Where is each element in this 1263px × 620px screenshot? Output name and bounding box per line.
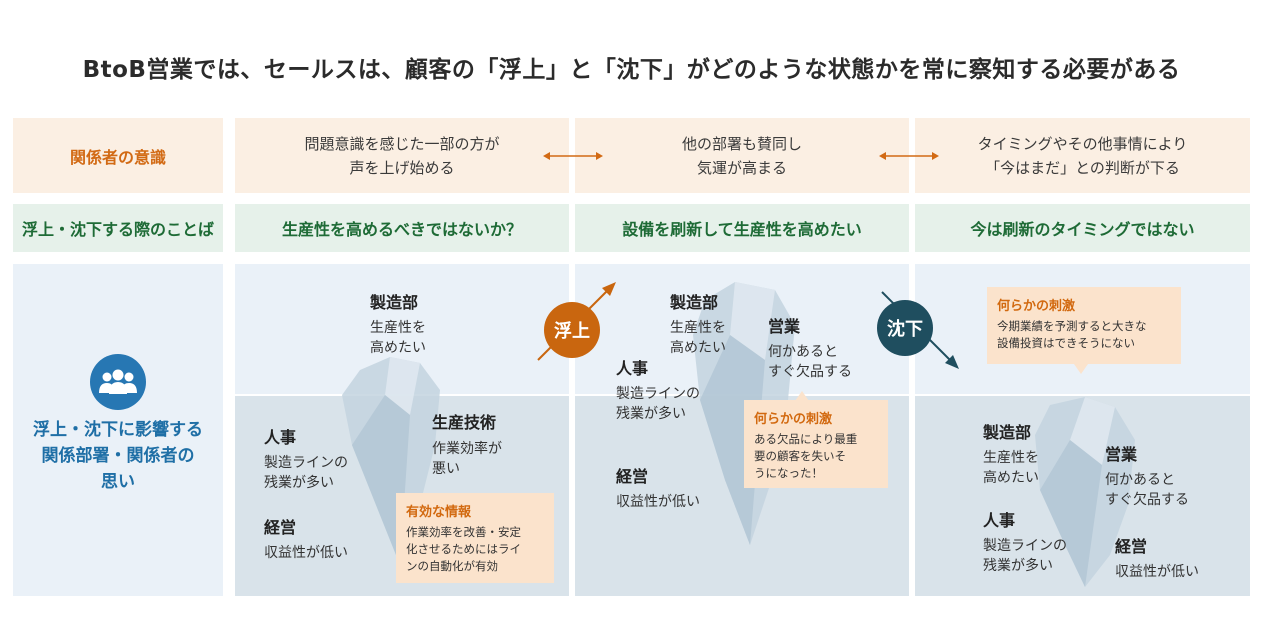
col3-mgmt-name: 経営 [1115, 537, 1148, 556]
col3-stimulus-note: 何らかの刺激 今期業績を予測すると大きな 設備投資はできそうにない [987, 287, 1181, 364]
col3-mfg-desc: 生産性を高めたい [983, 450, 1039, 486]
awareness-1-line1: 問題意識を感じた一部の方が [304, 134, 500, 153]
col2-mfg-name: 製造部 [670, 293, 719, 312]
awareness-cell-3: タイミングやその他事情により 「今はまだ」との判断が下る [915, 118, 1250, 193]
words-cell-2: 設備を刷新して生産性を高めたい [575, 204, 909, 252]
awareness-2-line2: 気運が高まる [696, 158, 787, 177]
callout-pointer-icon [795, 391, 809, 401]
col1-info-note: 有効な情報 作業効率を改善・安定 化させるためにはライ ンの自動化が有効 [396, 493, 554, 583]
col2-mfg-desc: 生産性を高めたい [670, 320, 726, 356]
col1-hr-name: 人事 [264, 428, 297, 447]
influence-row-label: 浮上・沈下に影響する 関係部署・関係者の 思い [33, 420, 203, 492]
words-cell-3: 今は刷新のタイミングではない [915, 204, 1250, 252]
col1-hr-desc: 製造ラインの残業が多い [264, 455, 348, 491]
awareness-cell-1: 問題意識を感じた一部の方が 声を上げ始める [235, 118, 569, 193]
page-title: BtoB営業では、セールスは、顧客の「浮上」と「沈下」がどのような状態かを常に察… [82, 57, 1181, 83]
col2-note-title: 何らかの刺激 [754, 412, 833, 427]
influence-row-label-cell [13, 264, 223, 596]
col2-stimulus-note: 何らかの刺激 ある欠品により最重 要の顧客を失いそ うになった！ [744, 400, 888, 488]
col1-mfg-desc: 生産性を高めたい [370, 320, 426, 356]
awareness-cell-2: 他の部署も賛同し 気運が高まる [575, 118, 909, 193]
awareness-1-line2: 声を上げ始める [349, 158, 455, 177]
awareness-2-line1: 他の部署も賛同し [681, 134, 802, 153]
col1-mfg-name: 製造部 [370, 293, 419, 312]
col3-hr-desc: 製造ラインの残業が多い [983, 538, 1067, 574]
col1-note-title: 有効な情報 [406, 505, 472, 520]
words-cell-1: 生産性を高めるべきではないか？ [235, 204, 569, 252]
rise-badge: 浮上 [544, 302, 600, 358]
words-row-label: 浮上・沈下する際のことば [13, 204, 223, 252]
col1-mgmt-desc: 収益性が低い [264, 545, 348, 561]
awareness-3-line2: 「今はまだ」との判断が下る [985, 158, 1180, 177]
col3-sales-desc: 何かあるとすぐ欠品する [1105, 472, 1189, 508]
col1-tech-desc: 作業効率が悪い [432, 441, 502, 477]
col1-tech-name: 生産技術 [432, 413, 497, 432]
awareness-3-line1: タイミングやその他事情により [977, 134, 1188, 153]
col3-hr-name: 人事 [983, 511, 1016, 530]
col1-mgmt-name: 経営 [264, 518, 297, 537]
col2-hr-desc: 製造ラインの残業が多い [616, 386, 700, 422]
col3-note-title: 何らかの刺激 [997, 299, 1076, 314]
col3-mfg-name: 製造部 [983, 423, 1032, 442]
people-group-icon [90, 354, 146, 410]
col3-sales-name: 営業 [1105, 445, 1138, 464]
col2-sales-desc: 何かあるとすぐ欠品する [768, 344, 852, 380]
iceberg-icon [1035, 397, 1135, 587]
col2-sales-name: 営業 [768, 317, 801, 336]
double-arrow-icon [543, 152, 603, 160]
awareness-row-label: 関係者の意識 [13, 118, 223, 193]
sink-badge: 沈下 [877, 300, 933, 356]
double-arrow-icon [879, 152, 939, 160]
col2-hr-name: 人事 [616, 359, 649, 378]
col2-mgmt-name: 経営 [616, 467, 649, 486]
callout-pointer-icon [1074, 364, 1088, 374]
col3-mgmt-desc: 収益性が低い [1115, 564, 1199, 580]
col2-mgmt-desc: 収益性が低い [616, 494, 700, 510]
